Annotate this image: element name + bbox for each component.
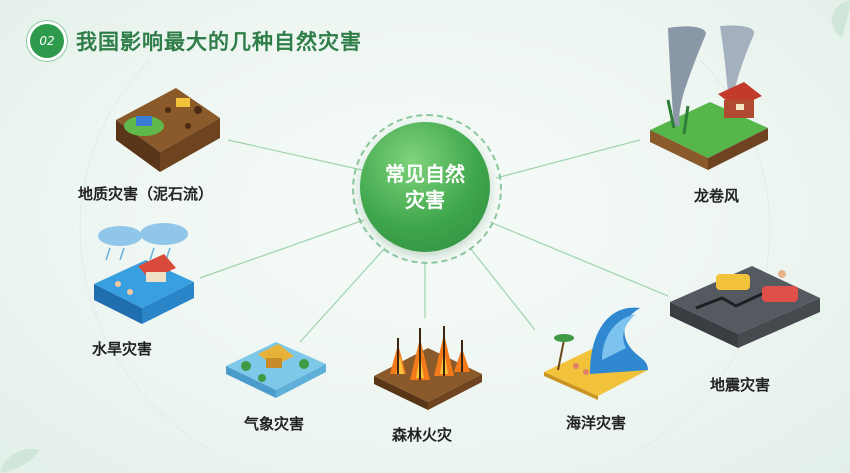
earthquake-icon — [670, 266, 820, 348]
disaster-label-tsunami: 海洋灾害 — [566, 414, 627, 432]
center-dashed-ring — [352, 114, 502, 264]
leaf-decoration-icon — [831, 0, 850, 38]
disaster-label-flood: 水旱灾害 — [92, 340, 153, 358]
slide-header: 02 我国影响最大的几种自然灾害 — [30, 24, 362, 58]
leaf-decoration-icon — [0, 448, 40, 473]
disaster-label-tornado: 龙卷风 — [694, 187, 740, 205]
tornado-icon — [650, 25, 768, 170]
tsunami-icon — [544, 307, 648, 400]
disaster-label-forest-fire: 森林火灾 — [392, 426, 453, 444]
center-title-line2: 灾害 — [405, 188, 445, 212]
forest-fire-icon — [374, 326, 482, 410]
disaster-label-earthquake: 地震灾害 — [710, 376, 771, 394]
center-title-line1: 常见自然 — [385, 162, 465, 186]
flood-icon — [94, 223, 194, 324]
center-topic-circle: 常见自然 灾害 — [360, 122, 490, 252]
weather-disaster-icon — [226, 342, 326, 398]
section-number-badge: 02 — [30, 24, 64, 58]
disaster-label-mudslide: 地质灾害（泥石流） — [78, 185, 214, 203]
page-title: 我国影响最大的几种自然灾害 — [76, 30, 362, 54]
disaster-label-weather: 气象灾害 — [244, 415, 305, 433]
mudslide-icon — [116, 88, 220, 172]
